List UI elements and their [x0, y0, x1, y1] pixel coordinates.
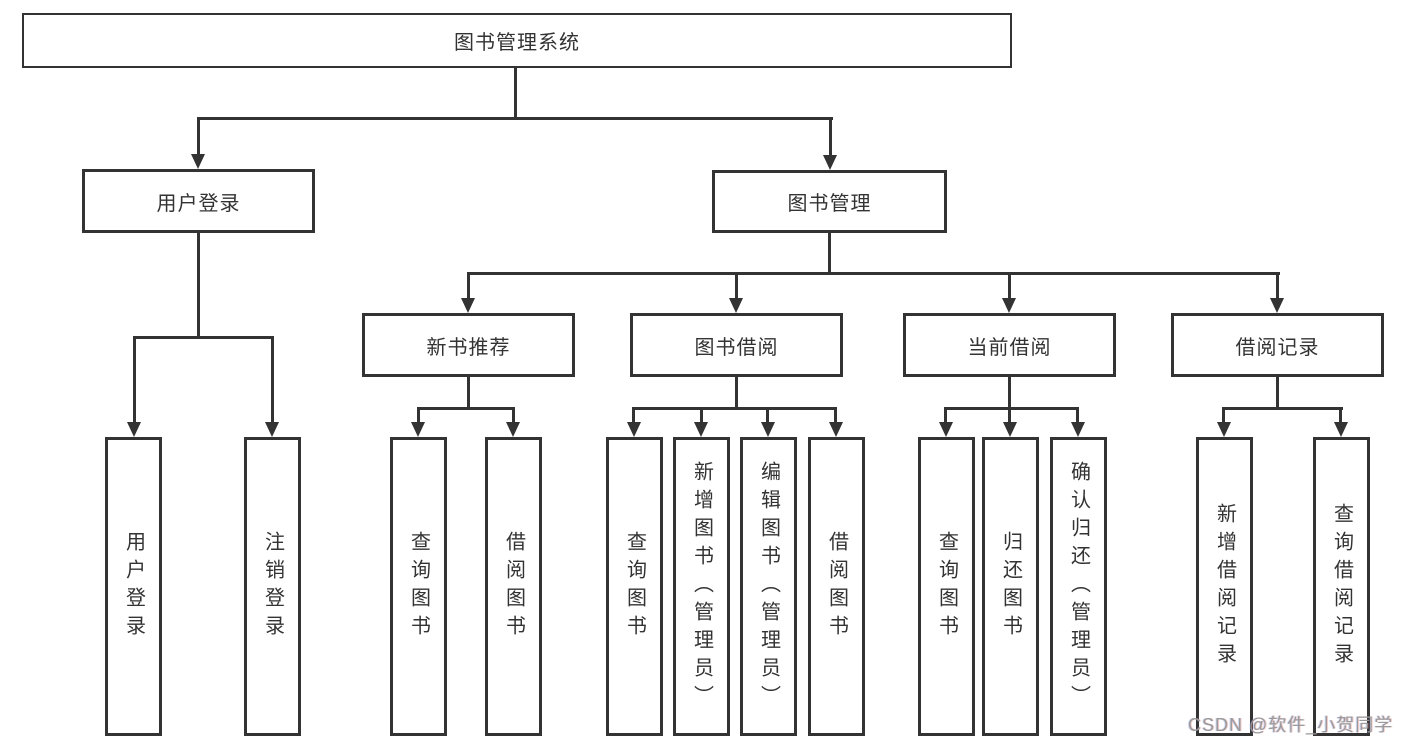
connector-root-stem: [514, 68, 517, 120]
connector-line: [1008, 272, 1011, 299]
connector-line: [766, 407, 769, 423]
connector-line: [1223, 407, 1343, 410]
node-cb-confirm: 确认归还（管理员）: [1050, 437, 1107, 736]
connector-line: [829, 117, 832, 156]
node-user-login: 用户登录: [82, 169, 315, 233]
arrowhead-down-icon: [265, 422, 279, 437]
connector-line: [133, 336, 136, 423]
arrowhead-down-icon: [694, 422, 708, 437]
connector-line: [1276, 272, 1279, 299]
connector-userlogin-stem: [197, 233, 200, 339]
node-nb-borrow: 借阅图书: [485, 437, 542, 736]
csdn-watermark: CSDN @软件_小贺同学: [1188, 715, 1394, 735]
connector-line: [735, 377, 738, 409]
arrowhead-down-icon: [1217, 422, 1231, 437]
node-br-query: 查询借阅记录: [1313, 437, 1370, 736]
connector-line: [834, 407, 837, 423]
connector-line: [944, 407, 947, 423]
node-bb-edit: 编辑图书（管理员）: [740, 437, 797, 736]
connector-line: [1339, 407, 1342, 423]
arrowhead-down-icon: [1270, 298, 1284, 313]
node-cb-query: 查询图书: [918, 437, 975, 736]
connector-line: [1276, 377, 1279, 409]
arrowhead-down-icon: [729, 298, 743, 313]
arrowhead-down-icon: [829, 422, 843, 437]
connector-bookmgmt-hbar: [467, 272, 1280, 275]
connector-root-hbar: [197, 117, 833, 120]
connector-userlogin-hbar: [133, 336, 274, 339]
node-borrow-record: 借阅记录: [1171, 313, 1384, 377]
connector-line: [417, 407, 515, 410]
connector-line: [197, 117, 200, 155]
node-login: 用户登录: [105, 437, 162, 736]
connector-line: [417, 407, 420, 423]
arrowhead-down-icon: [761, 422, 775, 437]
arrowhead-down-icon: [191, 154, 205, 169]
arrowhead-down-icon: [1003, 422, 1017, 437]
arrowhead-down-icon: [461, 298, 475, 313]
arrowhead-down-icon: [939, 422, 953, 437]
connector-line: [1008, 407, 1011, 423]
node-root: 图书管理系统: [22, 13, 1012, 68]
node-nb-query: 查询图书: [390, 437, 447, 736]
node-cb-return: 归还图书: [982, 437, 1039, 736]
connector-line: [1008, 377, 1011, 409]
connector-line: [1076, 407, 1079, 423]
connector-line: [467, 377, 470, 409]
connector-line: [632, 407, 635, 423]
node-bb-borrow: 借阅图书: [808, 437, 865, 736]
connector-line: [633, 407, 837, 410]
node-bb-add: 新增图书（管理员）: [673, 437, 730, 736]
node-br-add: 新增借阅记录: [1196, 437, 1253, 736]
arrowhead-down-icon: [823, 155, 837, 170]
connector-line: [467, 272, 470, 299]
connector-line: [700, 407, 703, 423]
node-current-borrow: 当前借阅: [903, 313, 1116, 377]
node-book-mgmt: 图书管理: [712, 170, 947, 233]
node-bb-query: 查询图书: [606, 437, 663, 736]
connector-line: [735, 272, 738, 299]
arrowhead-down-icon: [127, 422, 141, 437]
arrowhead-down-icon: [627, 422, 641, 437]
node-new-book-rec: 新书推荐: [362, 313, 575, 377]
connector-line: [1222, 407, 1225, 423]
connector-line: [945, 407, 1079, 410]
arrowhead-down-icon: [506, 422, 520, 437]
connector-line: [271, 336, 274, 423]
arrowhead-down-icon: [411, 422, 425, 437]
node-book-borrow: 图书借阅: [630, 313, 843, 377]
connector-line: [512, 407, 515, 423]
arrowhead-down-icon: [1071, 422, 1085, 437]
arrowhead-down-icon: [1334, 422, 1348, 437]
connector-bookmgmt-stem: [828, 233, 831, 275]
arrowhead-down-icon: [1002, 298, 1016, 313]
node-logout: 注销登录: [244, 437, 301, 736]
